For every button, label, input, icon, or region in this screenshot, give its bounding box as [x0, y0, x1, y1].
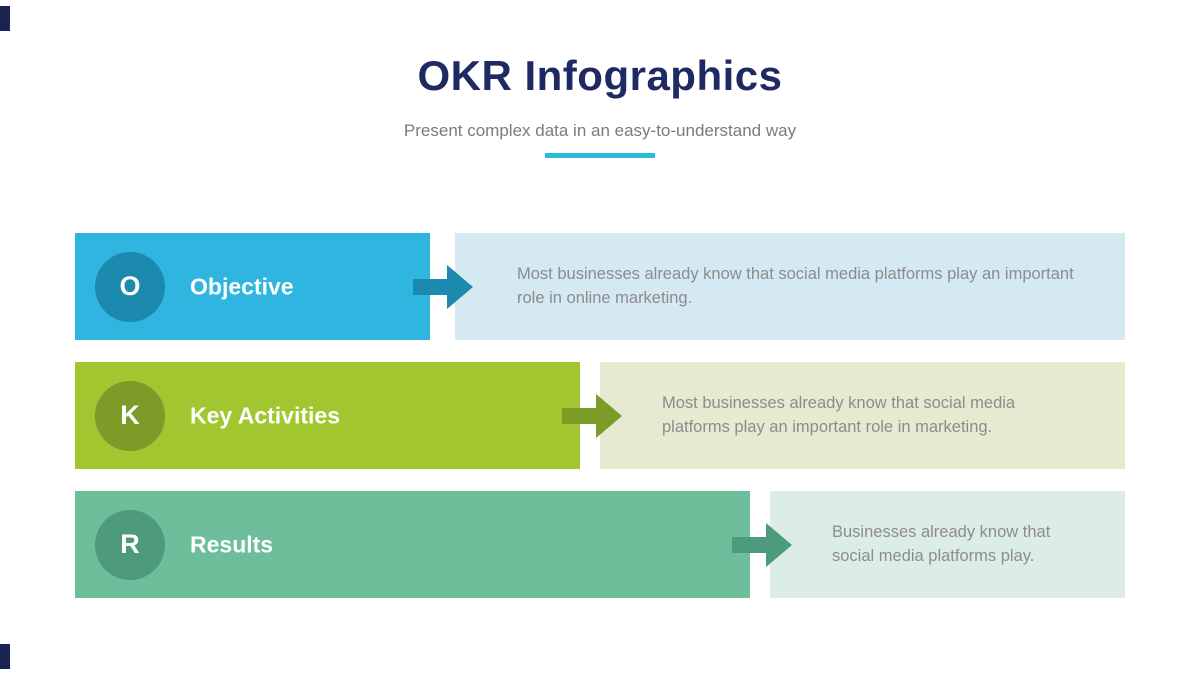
page-subtitle: Present complex data in an easy-to-under… [403, 121, 797, 140]
results-bar: R Results [75, 491, 750, 598]
key-activities-bar: K Key Activities [75, 362, 580, 469]
objective-bar: O Objective [75, 233, 430, 340]
objective-description: Most businesses already know that social… [517, 264, 1074, 307]
key-activities-label: Key Activities [190, 402, 340, 428]
okr-row-key-activities: Most businesses already know that social… [75, 362, 1125, 469]
objective-letter: O [119, 271, 141, 301]
right-arrow-icon [562, 393, 622, 438]
results-label: Results [190, 531, 274, 557]
key-activities-letter: K [120, 400, 140, 430]
objective-letter-badge: O [95, 251, 165, 322]
results-description-box: Businesses already know that social medi… [770, 491, 1125, 598]
page-title: OKR Infographics [417, 52, 783, 99]
objective-description-box: Most businesses already know that social… [455, 233, 1125, 340]
okr-row-objective: Most businesses already know that social… [75, 233, 1125, 340]
key-activities-letter-badge: K [95, 380, 165, 451]
right-arrow-icon [413, 264, 473, 309]
right-arrow-icon [732, 522, 792, 567]
results-letter-badge: R [95, 509, 165, 580]
key-activities-description: Most businesses already know that social… [662, 393, 1016, 436]
results-description: Businesses already know that social medi… [832, 522, 1051, 565]
key-activities-description-box: Most businesses already know that social… [600, 362, 1125, 469]
objective-label: Objective [190, 273, 294, 299]
results-letter: R [120, 529, 140, 559]
corner-accent-bottom [0, 644, 10, 669]
corner-accent-top [0, 6, 10, 31]
okr-row-results: Businesses already know that social medi… [75, 491, 1125, 598]
title-underline [545, 153, 655, 158]
